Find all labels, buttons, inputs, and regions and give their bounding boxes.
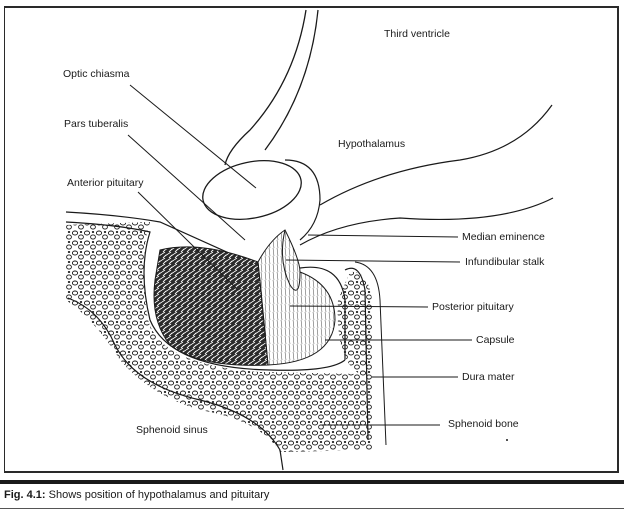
stalk-outline	[281, 229, 301, 291]
sphenoid-sinus-outline	[67, 297, 284, 471]
caption-bottom-rule	[0, 508, 624, 509]
dura-mater-outline	[354, 261, 387, 446]
label-infundibular-stalk: Infundibular stalk	[465, 256, 545, 268]
label-hypothalamus: Hypothalamus	[338, 138, 406, 150]
anterior-pituitary-region	[153, 246, 269, 366]
label-optic-chiasma: Optic chiasma	[63, 68, 130, 80]
leader-anterior-pituitary	[137, 191, 239, 291]
capsule-outline	[299, 266, 369, 441]
caption-number: Fig. 4.1:	[4, 489, 46, 501]
label-anterior-pituitary: Anterior pituitary	[67, 177, 144, 189]
sphenoid-bone-region	[66, 222, 372, 452]
leader-posterior-pituitary	[289, 305, 429, 308]
figure-frame	[4, 6, 619, 473]
leader-optic-chiasma	[129, 84, 257, 189]
figure-caption: Fig. 4.1: Shows position of hypothalamus…	[4, 489, 269, 501]
stray-dot	[506, 439, 508, 441]
label-pars-tuberalis: Pars tuberalis	[64, 118, 129, 130]
posterior-pituitary-region	[257, 229, 336, 366]
optic-chiasma-shape	[202, 160, 302, 220]
label-sphenoid-sinus: Sphenoid sinus	[136, 424, 208, 436]
leader-median-eminence	[307, 234, 459, 238]
label-third-ventricle: Third ventricle	[384, 28, 450, 40]
cranial-floor	[65, 211, 346, 371]
label-sphenoid-bone: Sphenoid bone	[448, 418, 519, 430]
leader-lines	[127, 84, 472, 426]
caption-text: Shows position of hypothalamus and pitui…	[48, 489, 270, 501]
hypothalamus-wall	[224, 9, 319, 166]
label-dura-mater: Dura mater	[462, 371, 515, 383]
label-capsule: Capsule	[476, 334, 515, 346]
label-median-eminence: Median eminence	[462, 231, 545, 243]
label-posterior-pituitary: Posterior pituitary	[432, 301, 514, 313]
leader-infundibular-stalk	[285, 259, 461, 263]
caption-top-rule	[0, 480, 624, 484]
infundibulum-outline	[284, 104, 554, 246]
leader-pars-tuberalis	[127, 134, 246, 241]
